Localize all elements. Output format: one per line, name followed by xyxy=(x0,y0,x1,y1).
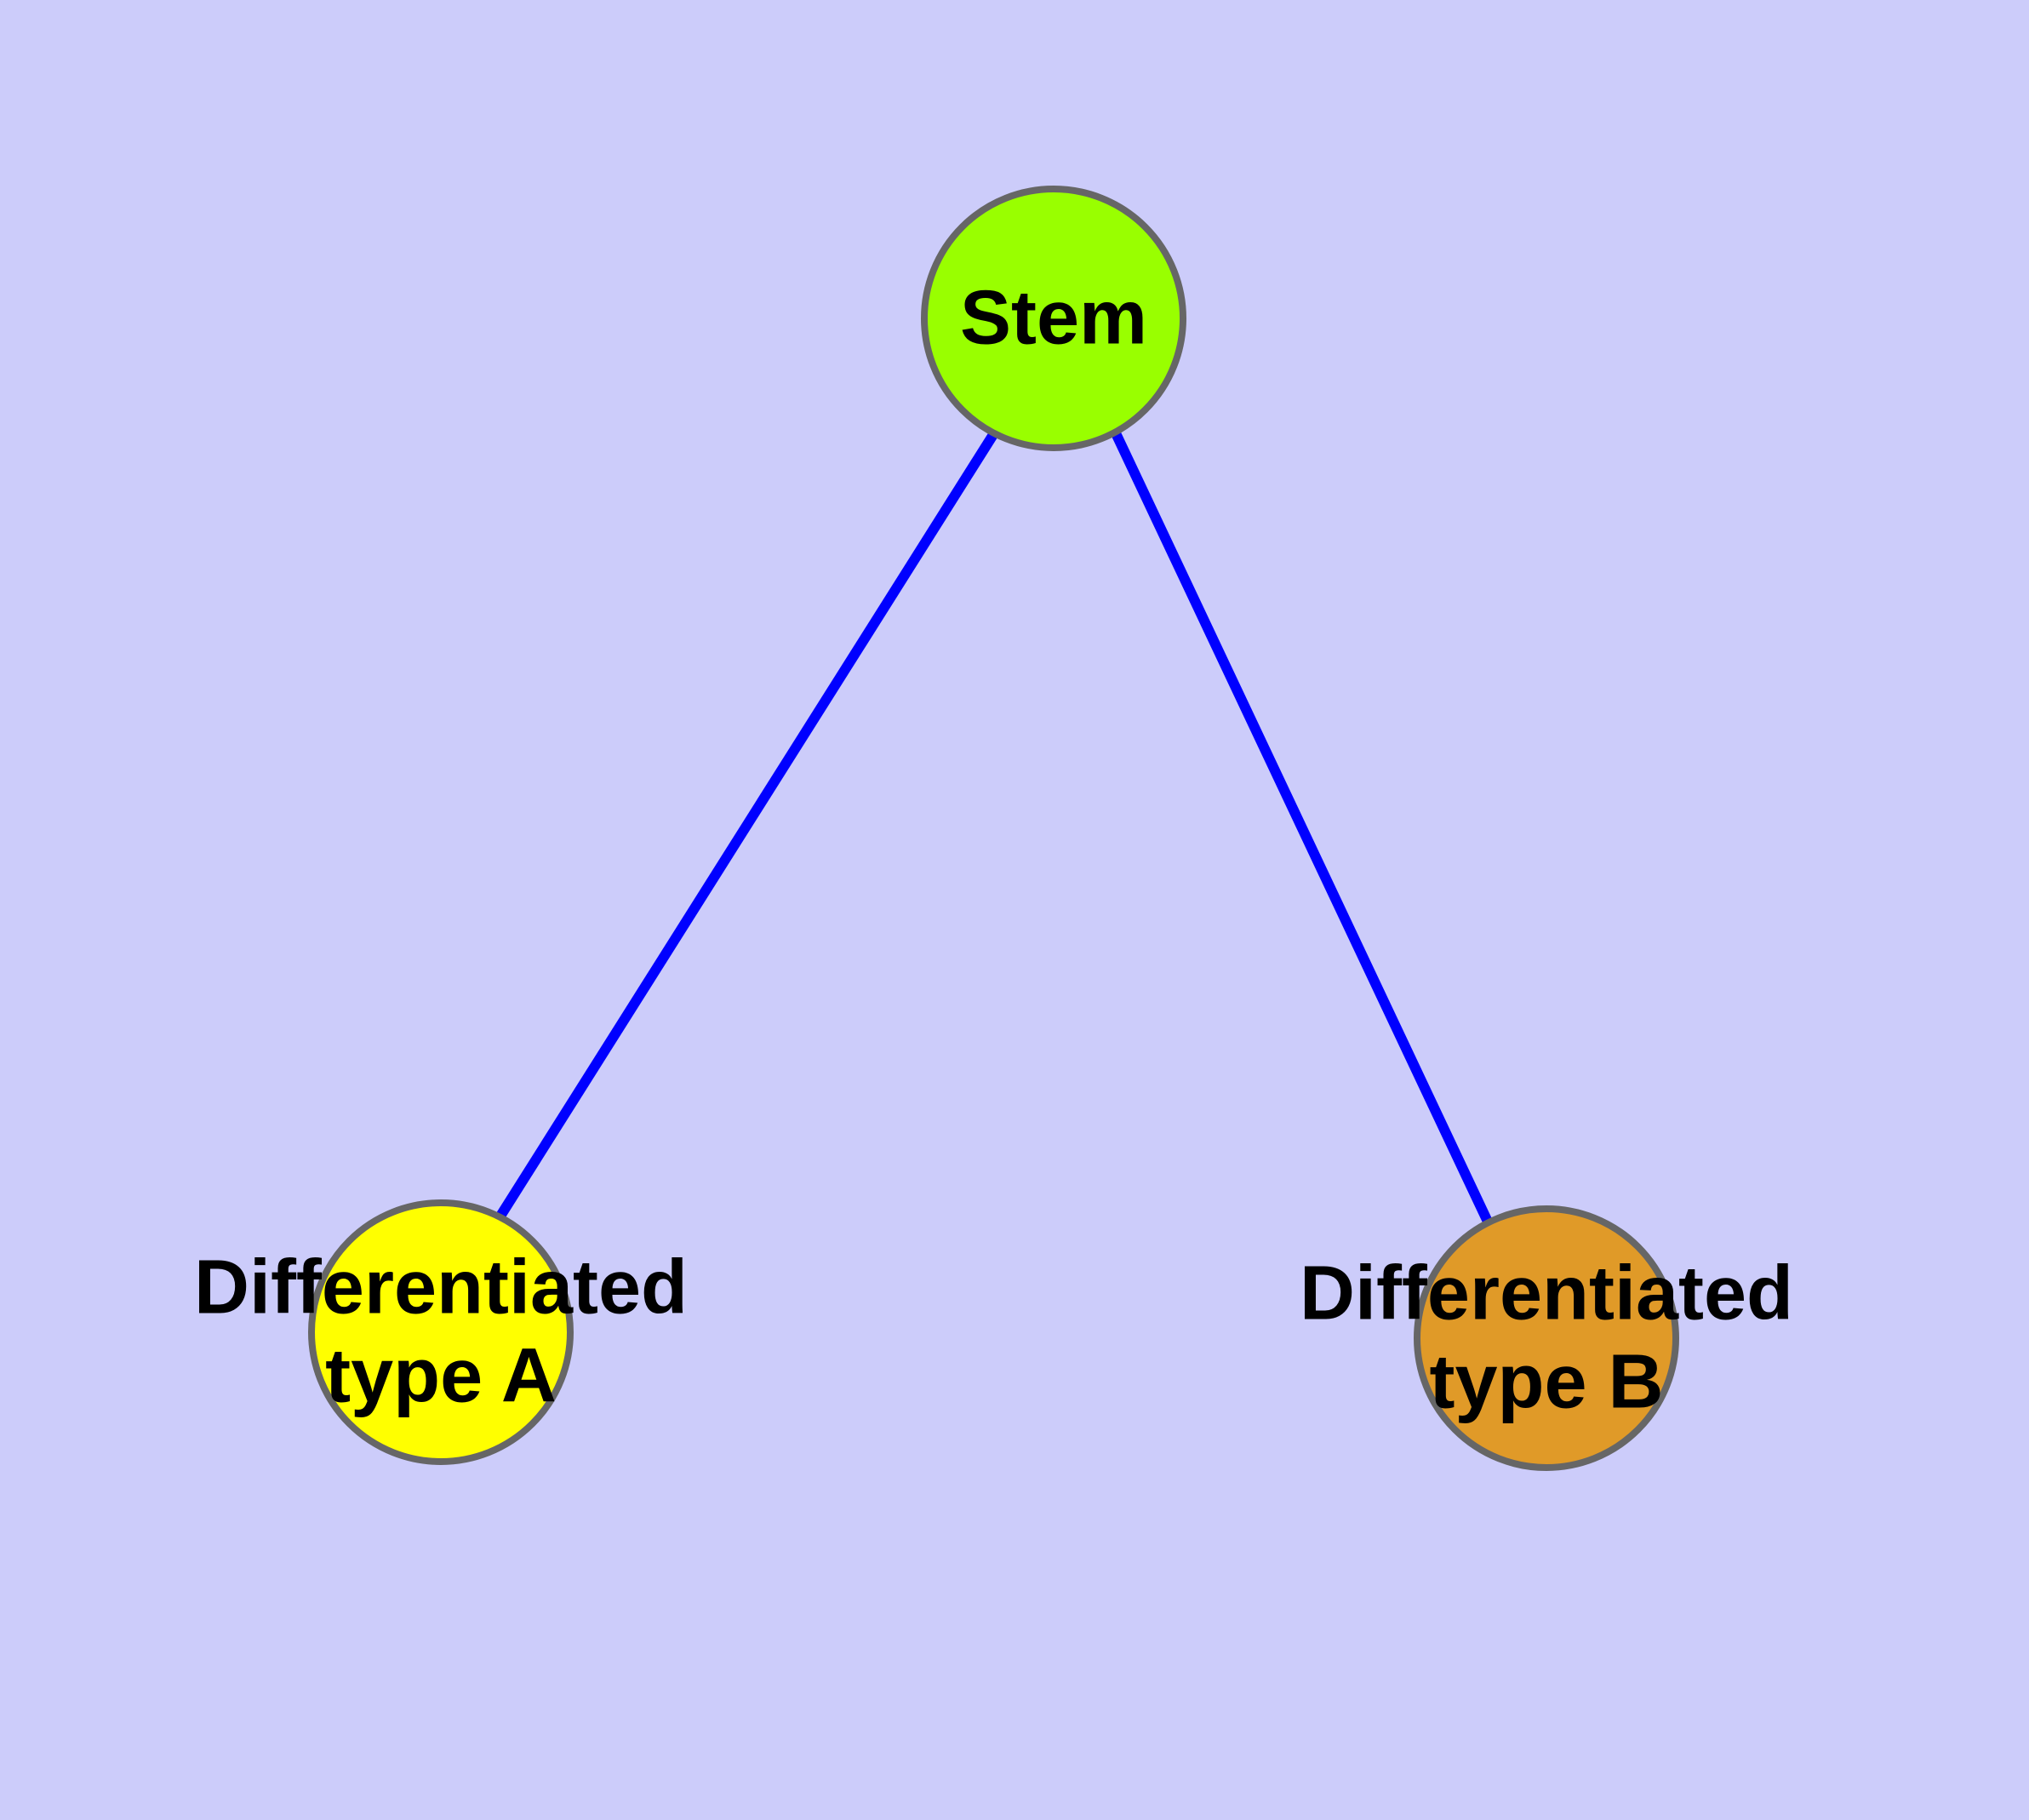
node-label-line: Stem xyxy=(960,276,1147,361)
edges-group xyxy=(494,430,1493,1224)
node-circle-differentiated-type-b[interactable] xyxy=(1414,1205,1679,1471)
node-circle-stem[interactable] xyxy=(921,186,1186,451)
edge-stem-to-differentiated-type-b[interactable] xyxy=(1111,431,1493,1224)
node-stem[interactable] xyxy=(921,186,1186,451)
node-circle-differentiated-type-a[interactable] xyxy=(308,1199,574,1465)
node-differentiated-type-b[interactable] xyxy=(1414,1205,1679,1471)
node-label-line: type A xyxy=(325,1334,557,1419)
node-label-line: Differentiated xyxy=(194,1245,688,1331)
node-label-line: type B xyxy=(1429,1340,1663,1425)
node-label-stem: Stem xyxy=(960,276,1147,361)
node-label-line: Differentiated xyxy=(1300,1251,1793,1336)
nodes-group xyxy=(308,186,1679,1471)
node-differentiated-type-a[interactable] xyxy=(308,1199,574,1465)
edge-stem-to-differentiated-type-a[interactable] xyxy=(494,430,999,1221)
